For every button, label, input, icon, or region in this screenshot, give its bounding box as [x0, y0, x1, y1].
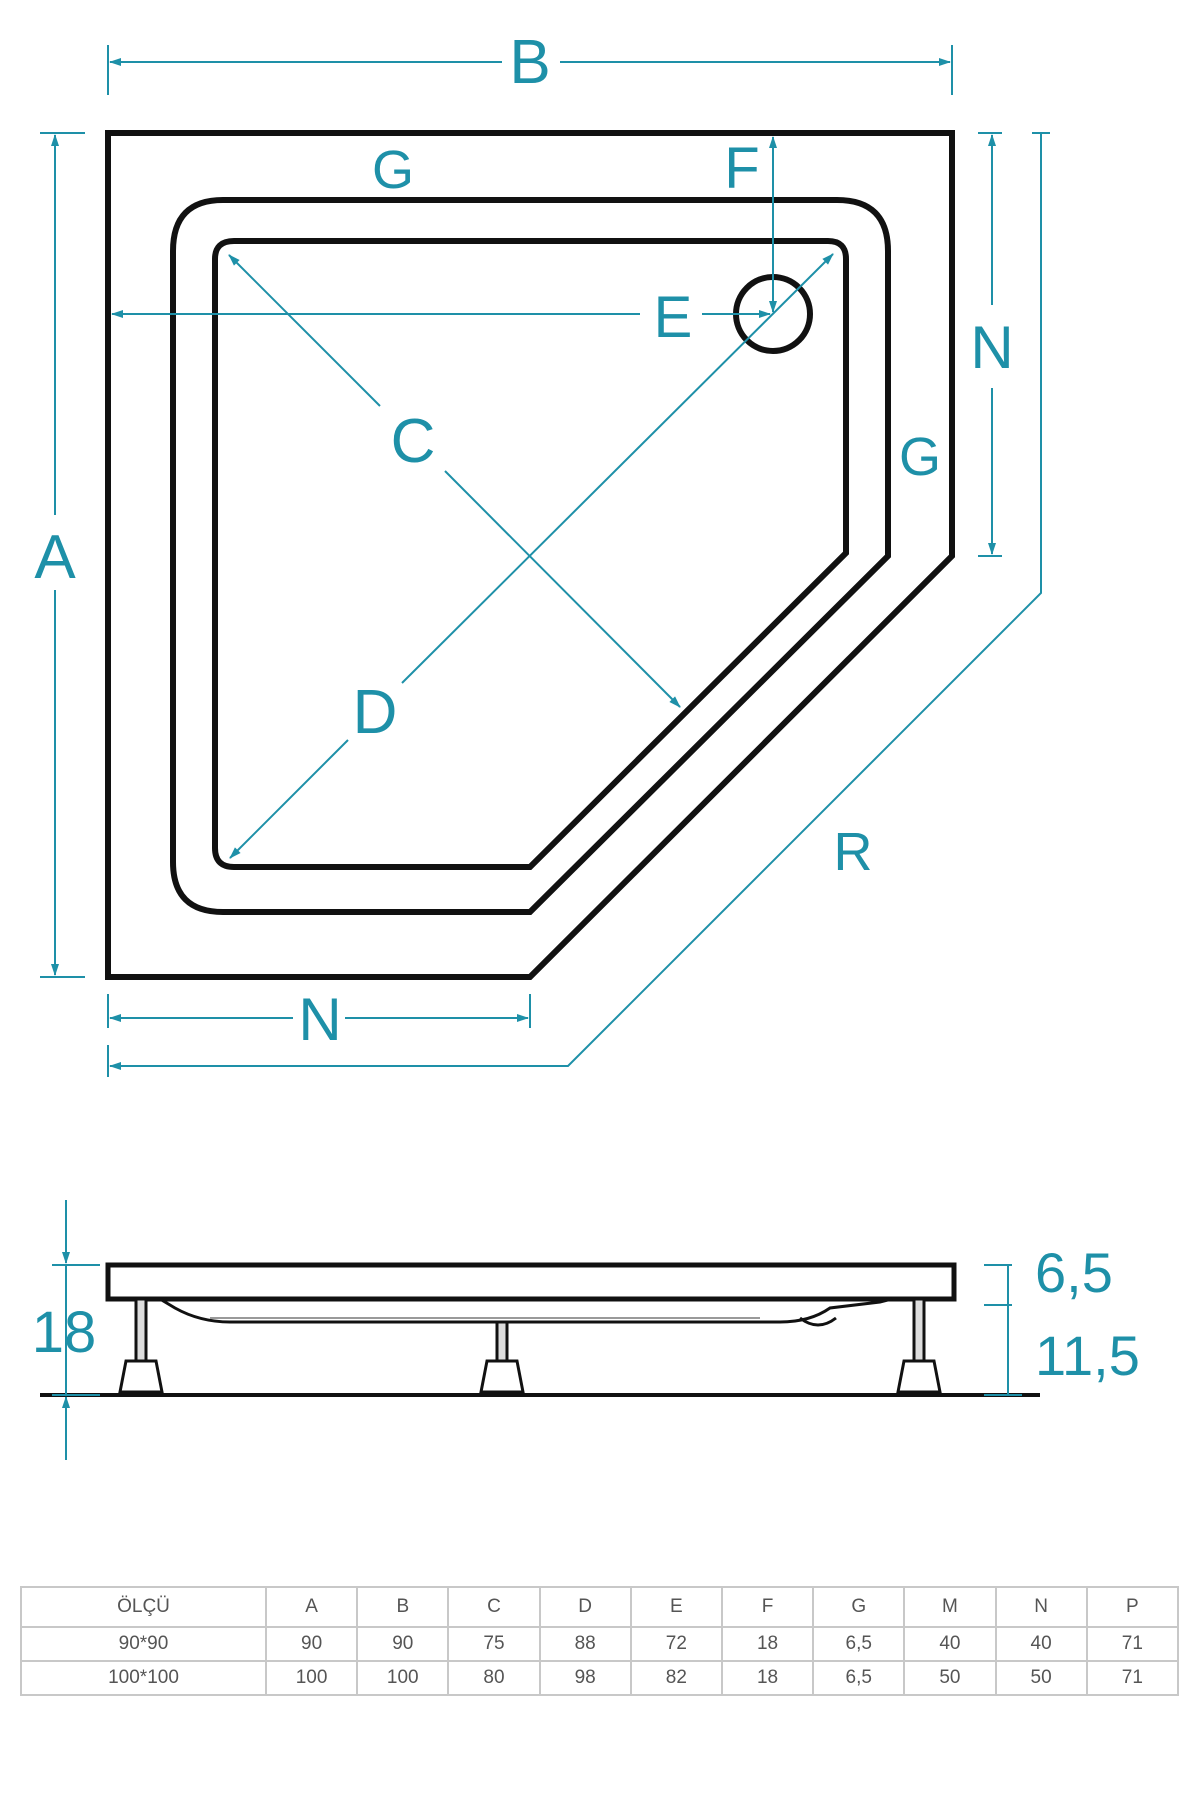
header-cell: P [1085, 1586, 1180, 1628]
header-cell: ÖLÇÜ [20, 1586, 267, 1628]
header-cell: A [264, 1586, 359, 1628]
header-cell: F [720, 1586, 815, 1628]
table-cell: 100*100 [20, 1660, 267, 1696]
label-c: C [391, 407, 436, 476]
table-cell: 6,5 [812, 1660, 906, 1696]
table-cell: 100 [356, 1660, 450, 1696]
label-f: F [724, 136, 759, 201]
header-cell: N [994, 1586, 1088, 1628]
label-r: R [834, 822, 873, 882]
dim-line-d-upper [401, 253, 834, 684]
table-cell: 80 [447, 1660, 541, 1696]
top-view: B A G G F E N C D R [34, 28, 1050, 1077]
label-n-bottom: N [298, 986, 341, 1053]
table-cell: 90*90 [20, 1626, 267, 1662]
label-b: B [509, 28, 550, 97]
table-cell: 88 [538, 1626, 632, 1662]
header-cell: B [356, 1586, 450, 1628]
tray-outer-outline [105, 130, 955, 980]
leg-middle [479, 1320, 525, 1394]
label-d: D [353, 678, 398, 747]
label-rim-thickness: 6,5 [1035, 1241, 1113, 1304]
tray-rim [105, 1262, 957, 1302]
table-cell: 71 [1085, 1660, 1180, 1696]
leg-right [896, 1297, 942, 1394]
tray-basin-line [212, 238, 849, 870]
header-cell: C [447, 1586, 541, 1628]
table-row: 90*90 90 90 75 88 72 18 6,5 40 40 71 [20, 1626, 1180, 1662]
header-cell: D [538, 1586, 632, 1628]
label-a: A [34, 523, 76, 592]
table-cell: 50 [994, 1660, 1088, 1696]
header-cell: E [629, 1586, 723, 1628]
table-cell: 90 [356, 1626, 450, 1662]
table-cell: 90 [264, 1626, 359, 1662]
table-row: 100*100 100 100 80 98 82 18 6,5 50 50 71 [20, 1660, 1180, 1696]
tray-rim-line [170, 197, 891, 915]
side-view: 18 6,5 11,5 [32, 1200, 1140, 1460]
table-cell: 71 [1085, 1626, 1180, 1662]
table-cell: 50 [903, 1660, 997, 1696]
table-cell: 82 [629, 1660, 723, 1696]
table-cell: 40 [994, 1626, 1088, 1662]
table-cell: 72 [629, 1626, 723, 1662]
table-cell: 98 [538, 1660, 632, 1696]
label-e: E [654, 285, 693, 350]
dim-line-d-lower [229, 739, 349, 859]
table-cell: 100 [264, 1660, 359, 1696]
table-cell: 18 [720, 1660, 815, 1696]
dim-line-r [109, 133, 1042, 1070]
table-cell: 75 [447, 1626, 541, 1662]
label-body-height: 11,5 [1035, 1324, 1140, 1387]
table-header-row: ÖLÇÜ A B C D E F G M N P [20, 1586, 1180, 1628]
size-spec-table: ÖLÇÜ A B C D E F G M N P 90*90 90 90 75 … [20, 1586, 1180, 1696]
drain-bump [799, 1316, 837, 1327]
leg-left [118, 1297, 164, 1394]
table-cell: 40 [903, 1626, 997, 1662]
dim-line-c-lower [444, 470, 681, 708]
header-cell: G [812, 1586, 906, 1628]
label-g-top: G [372, 140, 414, 200]
label-height: 18 [32, 1300, 97, 1365]
header-cell: M [903, 1586, 997, 1628]
label-n-right: N [970, 314, 1013, 381]
label-g-right: G [899, 427, 941, 487]
dim-line-c-upper [228, 254, 381, 407]
table-cell: 18 [720, 1626, 815, 1662]
table-cell: 6,5 [812, 1626, 906, 1662]
